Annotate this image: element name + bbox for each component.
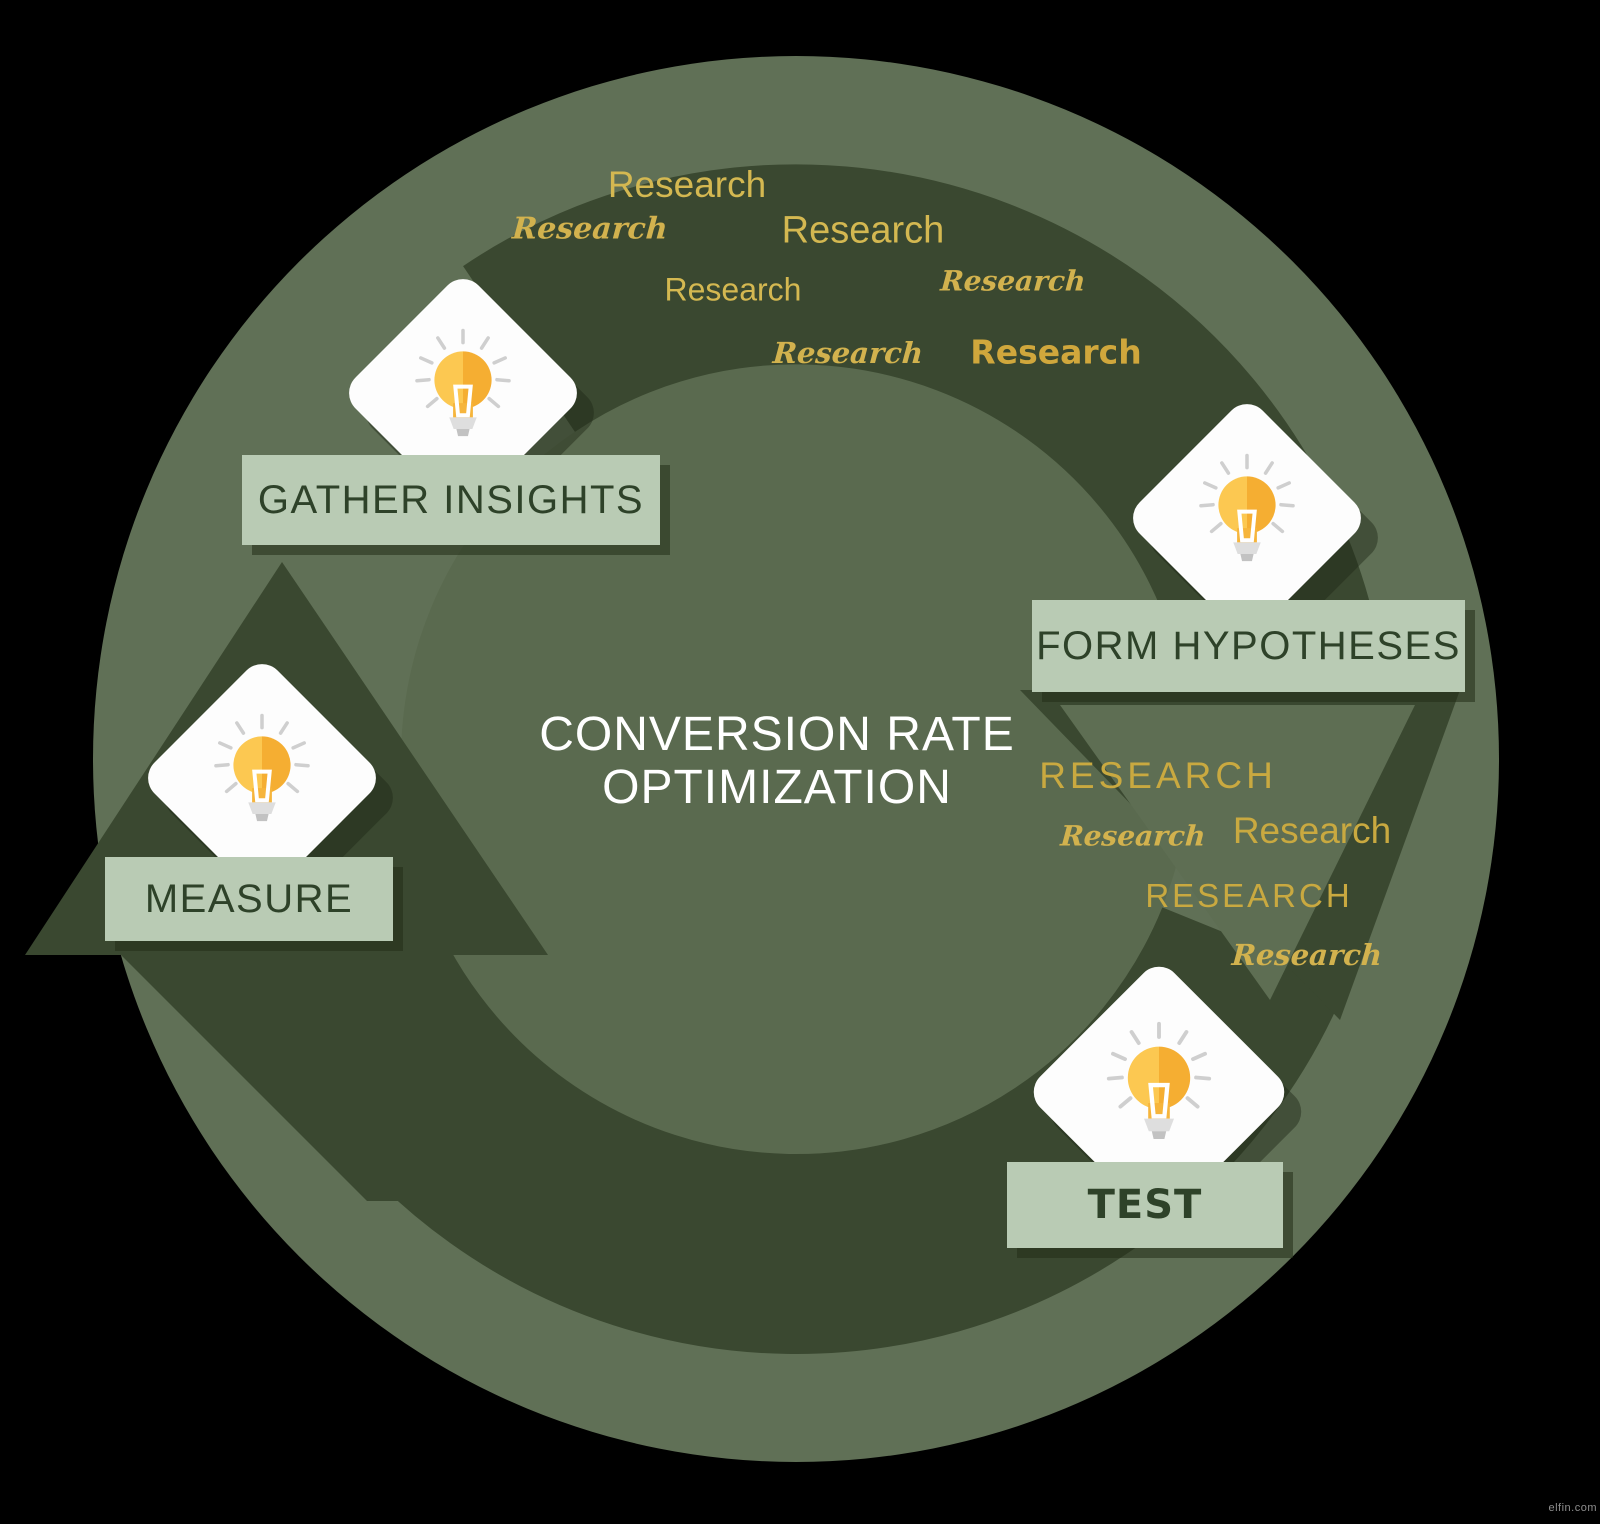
diagram-title-line2: OPTIMIZATION (602, 761, 952, 814)
stage-label-test: TEST (1007, 1162, 1283, 1248)
measure-box-long-shadow (107, 941, 655, 1201)
arrow-form-to-test-notch (1060, 705, 1415, 1000)
light-bulb-icon (1199, 453, 1295, 562)
stage-label-gather-insights: GATHER INSIGHTS (242, 455, 660, 545)
stage-label-measure: MEASURE (105, 857, 393, 941)
diagram-title-line1: CONVERSION RATE (539, 708, 1015, 761)
light-bulb-icon (214, 713, 310, 822)
stage-label-text: GATHER INSIGHTS (257, 477, 645, 522)
stage-label-text: TEST (1087, 1182, 1203, 1228)
watermark: elfin.com (1548, 1502, 1597, 1514)
light-bulb-icon (415, 328, 511, 437)
stage-label-text: MEASURE (144, 876, 354, 921)
light-bulb-icon (1106, 1021, 1212, 1140)
stage-label-form-hypotheses: FORM HYPOTHESES (1032, 600, 1465, 692)
diagram-title: CONVERSION RATE OPTIMIZATION (539, 708, 1015, 814)
inner-circle (401, 364, 1191, 1154)
stage-label-text: FORM HYPOTHESES (1036, 623, 1461, 668)
